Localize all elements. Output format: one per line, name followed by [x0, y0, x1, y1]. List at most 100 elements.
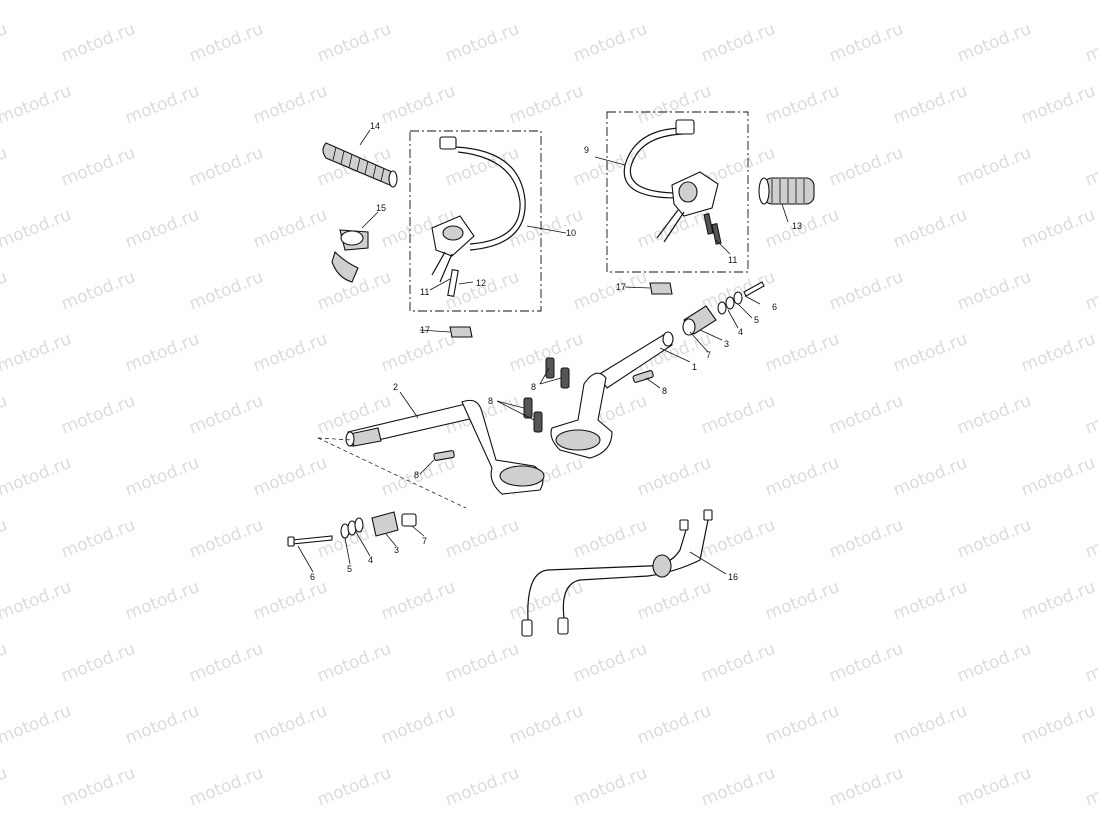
right-grip [758, 177, 815, 205]
clamp-bolts [433, 357, 654, 461]
right-handlebar [550, 331, 674, 459]
watermark-text: motod.ru [250, 0, 330, 5]
callout-1: 1 [692, 362, 697, 372]
watermark-text: motod.ru [762, 81, 842, 129]
watermark-text: motod.ru [186, 639, 266, 687]
watermark-text: motod.ru [0, 329, 74, 377]
callout-3-left: 3 [394, 545, 399, 555]
callout-16: 16 [728, 572, 738, 582]
leader-lines [297, 129, 789, 575]
watermark-text: motod.ru [442, 763, 522, 811]
watermark-text: motod.ru [634, 81, 714, 129]
watermark-text: motod.ru [314, 19, 394, 67]
watermark-text: motod.ru [570, 515, 650, 563]
watermark-text: motod.ru [186, 763, 266, 811]
watermark-text: motod.ru [1018, 577, 1098, 625]
watermark-text: motod.ru [698, 19, 778, 67]
watermark-text: motod.ru [58, 267, 138, 315]
watermark-text: motod.ru [826, 267, 906, 315]
watermark-text: motod.ru [634, 577, 714, 625]
watermark-text: motod.ru [0, 763, 10, 811]
watermark-text: motod.ru [954, 267, 1034, 315]
watermark-text: motod.ru [58, 515, 138, 563]
left-grip [322, 142, 398, 188]
watermark-text: motod.ru [1082, 639, 1098, 687]
watermark-text: motod.ru [250, 453, 330, 501]
watermark-text: motod.ru [762, 577, 842, 625]
throttle-housing [331, 229, 369, 283]
watermark-text: motod.ru [0, 453, 74, 501]
callout-3-right: 3 [724, 339, 729, 349]
watermark-text: motod.ru [698, 639, 778, 687]
watermark-text: motod.ru [698, 515, 778, 563]
watermark-text: motod.ru [442, 515, 522, 563]
callout-4-left: 4 [368, 555, 373, 565]
watermark-text: motod.ru [890, 577, 970, 625]
watermark-text: motod.ru [0, 19, 10, 67]
watermark-text: motod.ru [1018, 453, 1098, 501]
watermark-text: motod.ru [1082, 143, 1098, 191]
watermark-text: motod.ru [122, 329, 202, 377]
watermark-text: motod.ru [826, 19, 906, 67]
watermark-text: motod.ru [58, 639, 138, 687]
callout-4-right: 4 [738, 327, 743, 337]
watermark-text: motod.ru [570, 143, 650, 191]
watermark-text: motod.ru [506, 577, 586, 625]
watermark-text: motod.ru [378, 577, 458, 625]
watermark-text: motod.ru [1018, 0, 1098, 5]
callout-17-right: 17 [616, 282, 626, 292]
watermark-text: motod.ru [250, 577, 330, 625]
callout-8-top: 8 [531, 382, 536, 392]
watermark-text: motod.ru [698, 267, 778, 315]
callout-15: 15 [376, 203, 386, 213]
alignment-line [317, 437, 353, 441]
watermark-text: motod.ru [570, 19, 650, 67]
watermark-text: motod.ru [186, 19, 266, 67]
watermark-text: motod.ru [1082, 267, 1098, 315]
throttle-cables [521, 509, 713, 637]
callout-5-right: 5 [754, 315, 759, 325]
watermark-text: motod.ru [0, 267, 10, 315]
watermark-text: motod.ru [890, 453, 970, 501]
watermark-text: motod.ru [250, 81, 330, 129]
watermark-text: motod.ru [122, 0, 202, 5]
watermark-text: motod.ru [0, 0, 74, 5]
watermark-text: motod.ru [1018, 81, 1098, 129]
watermark-text: motod.ru [570, 639, 650, 687]
watermark-text: motod.ru [826, 763, 906, 811]
watermark-text: motod.ru [186, 391, 266, 439]
watermark-text: motod.ru [762, 0, 842, 5]
watermark-text: motod.ru [890, 0, 970, 5]
watermark-text: motod.ru [0, 577, 74, 625]
callout-7-right: 7 [706, 350, 711, 360]
watermark-text: motod.ru [58, 391, 138, 439]
watermark-text: motod.ru [122, 81, 202, 129]
callout-13: 13 [792, 221, 802, 231]
cable-clip-right [649, 282, 673, 295]
callout-11-right: 11 [728, 255, 737, 265]
watermark-text: motod.ru [378, 329, 458, 377]
callout-6-left: 6 [310, 572, 315, 582]
watermark-text: motod.ru [890, 329, 970, 377]
watermark-text: motod.ru [0, 515, 10, 563]
watermark-text: motod.ru [122, 453, 202, 501]
watermark-text: motod.ru [890, 81, 970, 129]
callout-8-middle: 8 [488, 396, 493, 406]
watermark-text: motod.ru [58, 763, 138, 811]
watermark-text: motod.ru [250, 701, 330, 749]
callout-5-left: 5 [347, 564, 352, 574]
watermark-text: motod.ru [762, 701, 842, 749]
left-handlebar [345, 399, 545, 495]
callout-10: 10 [566, 228, 576, 238]
callout-14: 14 [370, 121, 380, 131]
watermark-text: motod.ru [954, 143, 1034, 191]
watermark-text: motod.ru [250, 205, 330, 253]
watermark-text: motod.ru [954, 639, 1034, 687]
watermark-text: motod.ru [442, 639, 522, 687]
watermark-text: motod.ru [954, 515, 1034, 563]
watermark-text: motod.ru [826, 515, 906, 563]
callout-9: 9 [584, 145, 589, 155]
watermark-text: motod.ru [1018, 329, 1098, 377]
watermark-text: motod.ru [954, 391, 1034, 439]
